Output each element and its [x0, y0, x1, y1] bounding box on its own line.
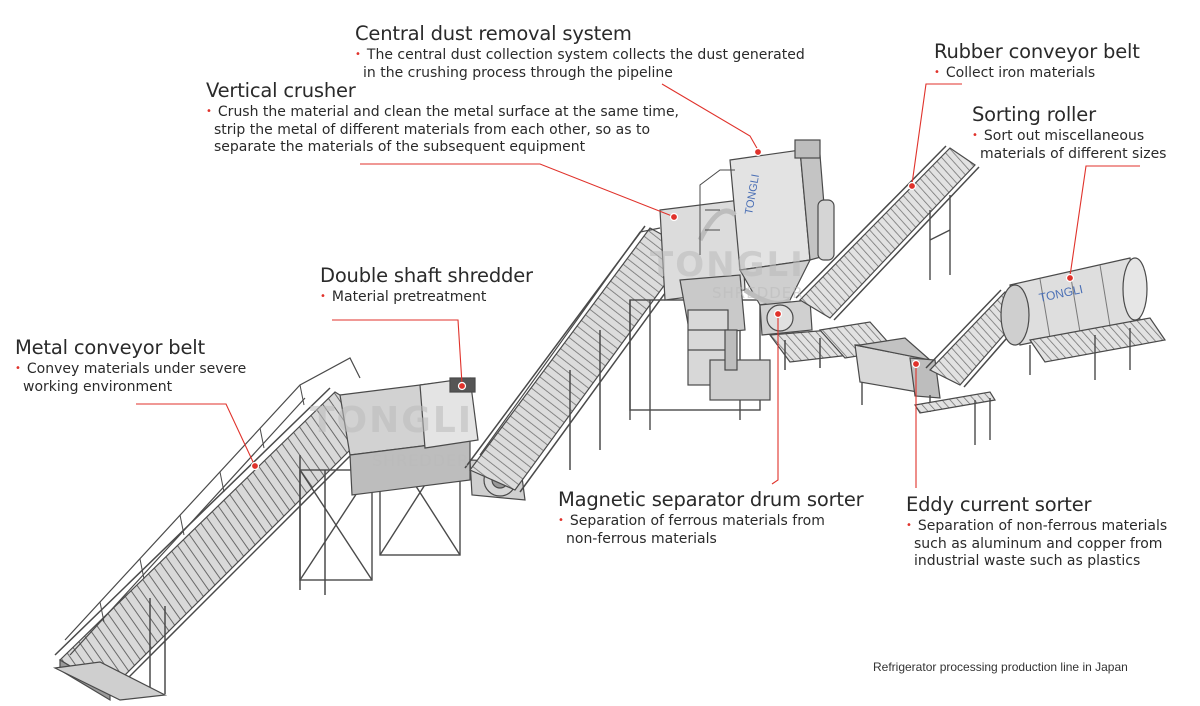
leader-double-shaft	[332, 319, 463, 385]
sorting-roller: TONGLI	[1000, 257, 1167, 380]
desc-line: such as aluminum and copper from	[914, 536, 1163, 552]
watermark-sub-2: SHREDDER	[712, 284, 804, 302]
watermark-brand-1: TONGLI	[310, 400, 473, 441]
desc-line: in the crushing process through the pipe…	[363, 65, 673, 81]
watermark-brand-2: TONGLI	[650, 245, 805, 285]
desc-line: working environment	[23, 379, 173, 395]
leader-metal-conveyor	[136, 403, 255, 465]
figure-caption: Refrigerator processing production line …	[873, 660, 1128, 674]
watermark-sub-1: SHREDDER	[372, 451, 469, 470]
desc-line: Separation of non-ferrous materials	[906, 518, 1167, 536]
dot-double-shaft	[457, 381, 467, 391]
eddy-current-sorter	[818, 321, 996, 445]
label-title: Magnetic separator drum sorter	[558, 488, 864, 511]
central-dust-removal: TONGLI	[697, 139, 835, 306]
label-title: Eddy current sorter	[906, 493, 1092, 516]
pointer-dots	[250, 147, 1075, 471]
desc-line: materials of different sizes	[980, 146, 1167, 162]
leader-central-dust	[661, 83, 759, 151]
desc-line: industrial waste such as plastics	[914, 553, 1141, 569]
leader-rubber-conveyor	[911, 83, 962, 185]
leader-magnetic-sorter	[771, 316, 779, 485]
desc-line: Sort out miscellaneous	[972, 128, 1166, 146]
label-desc: Collect iron materials	[934, 65, 1140, 83]
desc-line: non-ferrous materials	[566, 531, 717, 547]
leader-lines	[136, 83, 1140, 488]
label-title: Double shaft shredder	[320, 264, 533, 287]
watermark: TONGLI SHREDDER TONGLI SHREDDER	[310, 245, 805, 470]
dot-central-dust	[753, 147, 763, 157]
label-magnetic-sorter: Magnetic separator drum sorter Separatio…	[558, 488, 864, 548]
label-desc: Material pretreatment	[320, 289, 533, 307]
desc-line: Convey materials under severe	[15, 361, 246, 379]
label-sorting-roller: Sorting roller Sort out miscellaneous ma…	[972, 103, 1166, 163]
leader-vertical-crusher	[360, 163, 673, 217]
label-title: Vertical crusher	[206, 79, 356, 102]
label-metal-conveyor: Metal conveyor belt Convey materials und…	[15, 336, 246, 396]
desc-line: strip the metal of different materials f…	[214, 122, 651, 138]
dot-vertical-crusher	[669, 212, 679, 222]
dot-rubber-conveyor	[907, 181, 917, 191]
label-rubber-conveyor: Rubber conveyor belt Collect iron materi…	[934, 40, 1140, 83]
desc-line: separate the materials of the subsequent…	[214, 139, 586, 155]
label-title: Metal conveyor belt	[15, 336, 205, 359]
desc-line: Material pretreatment	[320, 289, 533, 307]
label-vertical-crusher: Vertical crusher Crush the material and …	[206, 79, 679, 156]
metal-conveyor-belt	[52, 357, 389, 702]
label-desc: Crush the material and clean the metal s…	[206, 104, 679, 156]
label-title: Central dust removal system	[355, 22, 632, 45]
label-desc: Separation of non-ferrous materials such…	[906, 518, 1167, 570]
dot-magnetic-sorter	[773, 309, 783, 319]
dot-metal-conveyor	[250, 461, 260, 471]
leader-sorting-roller	[1069, 165, 1140, 277]
label-title: Sorting roller	[972, 103, 1096, 126]
label-desc: Convey materials under severe working en…	[15, 361, 246, 396]
dot-eddy-current	[911, 359, 921, 369]
desc-line: Crush the material and clean the metal s…	[206, 104, 679, 122]
label-double-shaft: Double shaft shredder Material pretreatm…	[320, 264, 533, 307]
label-central-dust: Central dust removal system The central …	[355, 22, 805, 82]
desc-line: The central dust collection system colle…	[355, 47, 805, 65]
label-title: Rubber conveyor belt	[934, 40, 1140, 63]
label-desc: Sort out miscellaneous materials of diff…	[972, 128, 1166, 163]
label-desc: The central dust collection system colle…	[355, 47, 805, 82]
label-eddy-current: Eddy current sorter Separation of non-fe…	[906, 493, 1167, 570]
rubber-conveyor-belt	[795, 145, 980, 321]
dot-sorting-roller	[1065, 273, 1075, 283]
vertical-crusher	[629, 199, 771, 430]
desc-line: Separation of ferrous materials from	[558, 513, 863, 531]
desc-line: Collect iron materials	[934, 65, 1140, 83]
label-desc: Separation of ferrous materials from non…	[558, 513, 863, 548]
